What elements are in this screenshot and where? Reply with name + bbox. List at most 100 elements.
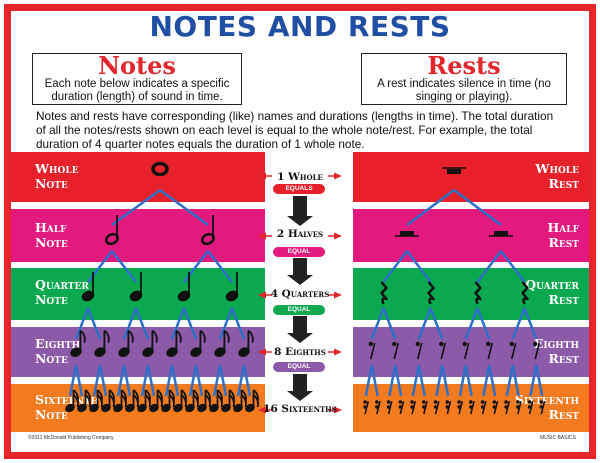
down-arrow-icon bbox=[287, 333, 313, 343]
rest-connector-line bbox=[364, 364, 373, 397]
rest-connector-line bbox=[382, 250, 408, 283]
note-flag bbox=[247, 329, 254, 343]
equals-pill-3: EQUAL bbox=[273, 305, 325, 315]
rest-dot bbox=[433, 400, 438, 404]
rest-dot bbox=[386, 400, 391, 404]
note-flag bbox=[127, 329, 134, 343]
rest-connector-line bbox=[417, 364, 426, 397]
note-connector-line bbox=[218, 364, 228, 397]
center-text-whole: 1 Whole bbox=[277, 171, 323, 183]
description-paragraph: Notes and rests have corresponding (like… bbox=[36, 109, 554, 151]
rest-connector-line bbox=[482, 364, 491, 397]
rest-connector-line bbox=[388, 364, 397, 397]
rest-dot bbox=[539, 405, 544, 409]
note-flag bbox=[103, 329, 110, 343]
note-flag bbox=[79, 329, 86, 343]
eighth-rest-icon bbox=[393, 342, 400, 360]
rest-dot bbox=[469, 405, 473, 409]
rest-dot bbox=[415, 341, 420, 347]
note-connector-line bbox=[164, 364, 174, 397]
note-flag bbox=[96, 394, 103, 408]
note-connector-line bbox=[111, 250, 137, 283]
rest-connector-line bbox=[529, 364, 538, 397]
eighth-rest-icon bbox=[416, 342, 423, 360]
eighth-rest-icon bbox=[510, 342, 517, 360]
rest-connector-line bbox=[370, 307, 385, 340]
note-connector-line bbox=[68, 364, 78, 397]
note-flag bbox=[223, 329, 230, 343]
rest-dot bbox=[422, 405, 426, 409]
note-flag bbox=[216, 394, 223, 408]
eighth-rest-icon bbox=[487, 342, 494, 360]
note-flag bbox=[240, 394, 247, 408]
note-flag bbox=[204, 394, 211, 408]
rest-dot bbox=[480, 405, 485, 409]
rest-dot bbox=[539, 400, 544, 404]
rest-dot bbox=[516, 400, 520, 404]
note-connector-line bbox=[140, 364, 150, 397]
rest-connector-line bbox=[476, 307, 491, 340]
note-flag bbox=[108, 394, 115, 408]
quarter-rest-icon bbox=[521, 281, 529, 305]
rest-dot bbox=[363, 400, 367, 404]
page-title: NOTES AND RESTS bbox=[149, 10, 451, 43]
notes-intro-box: Notes Each note below indicates a specif… bbox=[32, 53, 242, 105]
rest-dot bbox=[375, 405, 379, 409]
rest-dot bbox=[363, 405, 367, 409]
rest-dot bbox=[392, 341, 397, 347]
rest-connector-line bbox=[441, 364, 450, 397]
note-connector-line bbox=[207, 250, 233, 283]
note-connector-line bbox=[87, 250, 113, 283]
rest-dot bbox=[492, 400, 497, 404]
rest-dot bbox=[504, 405, 508, 409]
rest-connector-line bbox=[511, 307, 526, 340]
rest-connector-line bbox=[435, 364, 444, 397]
rest-connector-line bbox=[476, 250, 502, 283]
eighth-rest-icon bbox=[440, 342, 447, 360]
quarter-rest-icon bbox=[474, 281, 482, 305]
footer-copyright: ©2011 McDonald Publishing Company bbox=[28, 435, 114, 441]
note-panel-half bbox=[11, 209, 265, 262]
down-arrow-icon bbox=[287, 216, 313, 226]
down-arrow-shaft bbox=[293, 316, 307, 334]
rest-connector-line bbox=[500, 250, 526, 283]
rest-connector-line bbox=[488, 364, 497, 397]
note-connector-line bbox=[182, 307, 198, 340]
note-connector-line bbox=[194, 364, 204, 397]
note-connector-line bbox=[134, 307, 150, 340]
whole-rest-icon bbox=[447, 169, 461, 174]
note-connector-line bbox=[236, 364, 246, 397]
rest-dot bbox=[410, 405, 414, 409]
note-connector-line bbox=[74, 364, 84, 397]
eighth-rest-icon bbox=[369, 342, 376, 360]
notes-heading: Notes bbox=[98, 51, 176, 80]
note-flag bbox=[120, 394, 127, 408]
note-flag bbox=[228, 394, 235, 408]
rests-intro-box: Rests A rest indicates silence in time (… bbox=[361, 53, 567, 105]
rest-connector-line bbox=[505, 364, 514, 397]
rest-connector-line bbox=[406, 188, 455, 227]
down-arrow-icon bbox=[287, 391, 313, 401]
rest-connector-line bbox=[406, 250, 432, 283]
rest-dot bbox=[433, 405, 438, 409]
note-flag bbox=[132, 394, 139, 408]
quarter-rest-icon bbox=[380, 281, 388, 305]
rest-dot bbox=[480, 400, 485, 404]
rests-heading: Rests bbox=[427, 51, 501, 80]
rest-connector-line bbox=[394, 364, 403, 397]
note-connector-line bbox=[159, 188, 209, 227]
rest-dot bbox=[439, 341, 444, 347]
half-rest-icon bbox=[494, 231, 508, 236]
note-connector-line bbox=[146, 364, 156, 397]
center-text-quarter: 4 Quarters bbox=[270, 288, 330, 300]
equals-pill-2: EQUAL bbox=[273, 247, 325, 257]
rest-panel-eighth bbox=[353, 327, 589, 377]
down-arrow-icon bbox=[287, 275, 313, 285]
note-flag bbox=[144, 394, 151, 408]
